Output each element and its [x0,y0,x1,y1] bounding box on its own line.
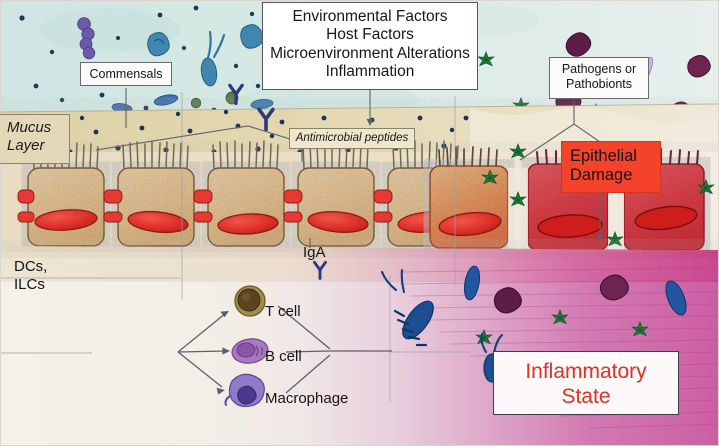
mucus-layer-label-box: Mucus Layer [0,114,70,164]
macrophage-label: Macrophage [265,390,349,407]
tight-junctions [17,189,393,223]
iga-label: IgA [303,244,326,261]
inflammatory-state-box: Inflammatory State [493,351,679,415]
t-cell-label: T cell [265,303,301,320]
translocated-bacteria [380,265,687,383]
b-cell-glyph [231,338,269,364]
epithelial-cell-row [27,140,705,251]
construction-lines [0,92,470,402]
epithelial-cell [207,140,285,247]
leader-arrowheads [366,119,604,242]
immune-arrowheads [216,311,230,395]
antimicrobial-peptides-label-box: Antimicrobial peptides [289,128,415,149]
pathogens-label-box: Pathogens or Pathobionts [549,57,649,99]
macrophage-glyph [224,373,265,408]
t-cell-glyph [234,285,266,317]
immune-cell-arrows [177,305,392,394]
epithelial-damage-box: Epithelial Damage [561,141,661,193]
environmental-factors-box: Environmental Factors Host Factors Micro… [262,2,478,90]
commensals-label-box: Commensals [80,62,172,86]
dcs-ilcs-label: DCs, ILCs [14,258,48,294]
epithelial-cell [117,140,195,247]
epithelial-cell [27,141,105,247]
b-cell-label: B cell [265,348,302,365]
